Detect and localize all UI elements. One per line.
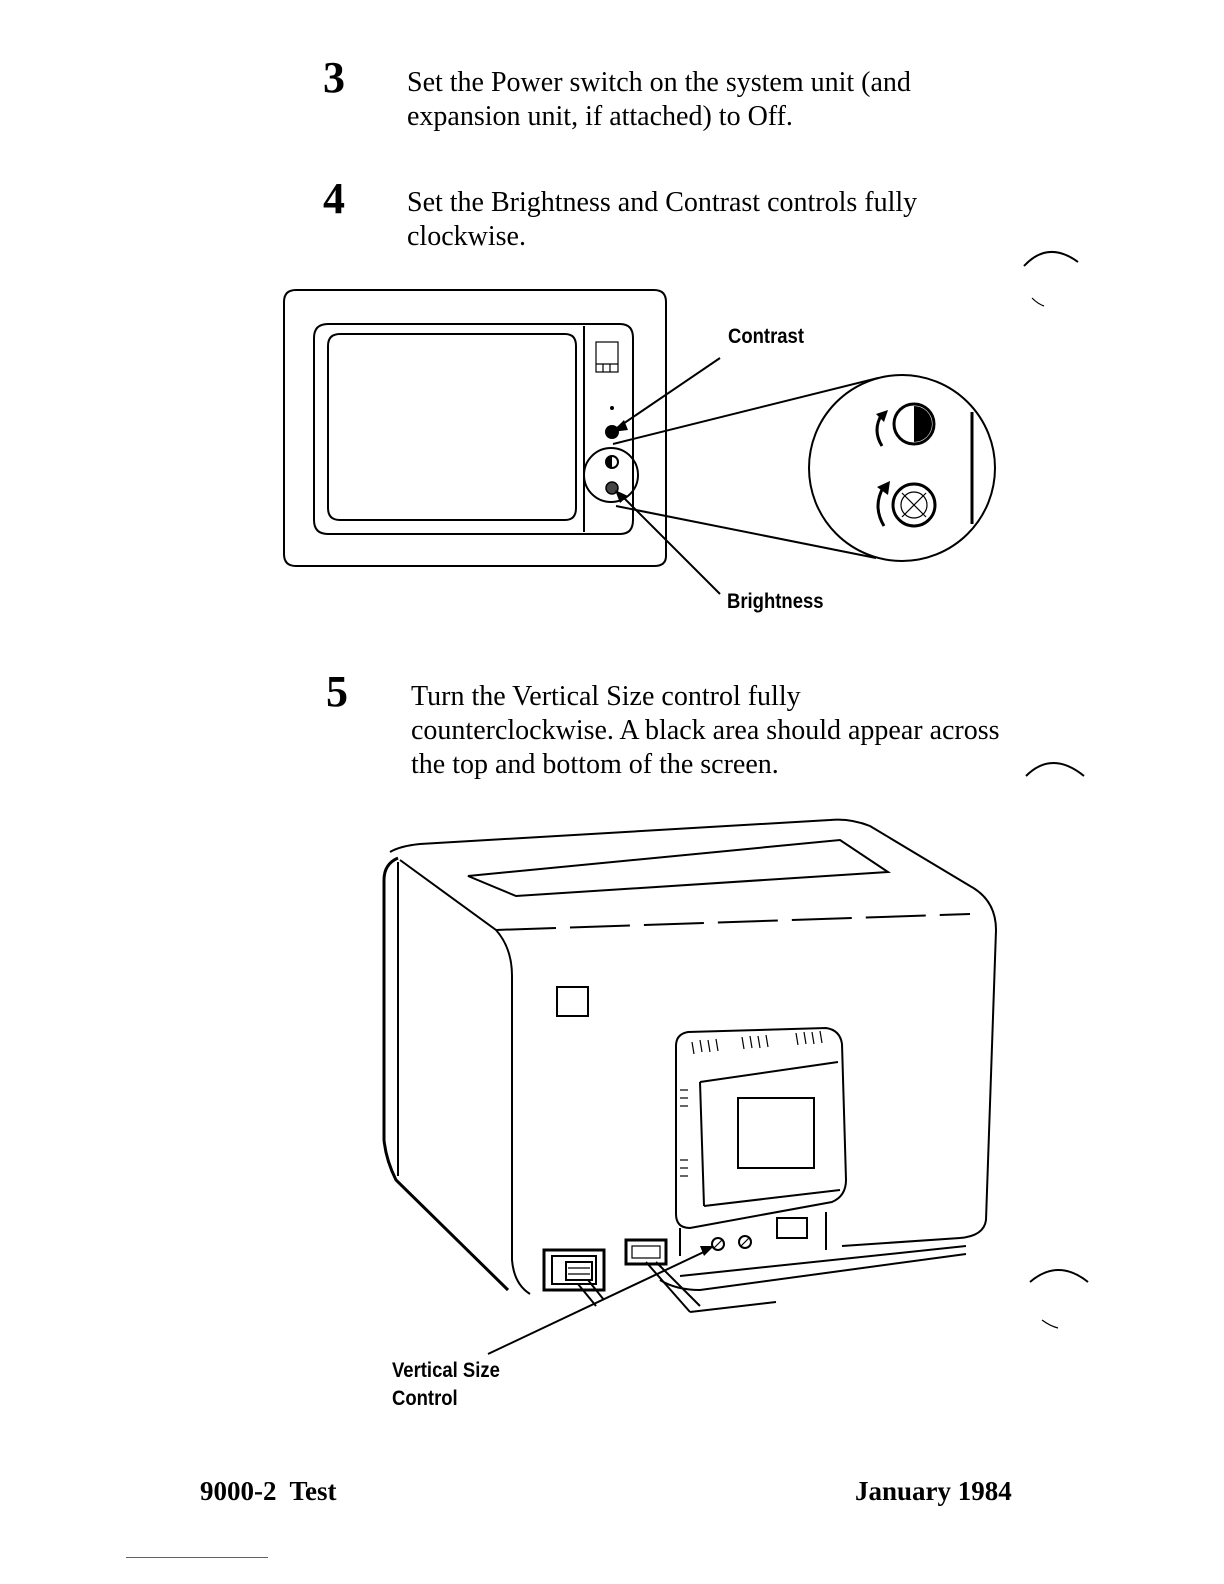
- contrast-label: Contrast: [728, 325, 804, 348]
- vertical-size-label-line1: Vertical Size: [392, 1359, 500, 1382]
- step-3-number: 3: [323, 53, 345, 102]
- footer-left: 9000-2 Test: [200, 1476, 337, 1506]
- step-4-number: 4: [323, 174, 345, 223]
- step-5-number: 5: [326, 667, 348, 716]
- footer-right: January 1984: [855, 1476, 1012, 1506]
- step-4-text: Set the Brightness and Contrast controls…: [407, 187, 918, 252]
- step-3-text: Set the Power switch on the system unit …: [407, 67, 911, 132]
- vertical-size-label-line2: Control: [392, 1387, 458, 1410]
- vertical-size-label: Vertical Size Control: [392, 1357, 500, 1413]
- step-5-text: Turn the Vertical Size control fully cou…: [411, 681, 1000, 780]
- brightness-label: Brightness: [727, 590, 824, 613]
- footer-rule: [126, 1557, 268, 1558]
